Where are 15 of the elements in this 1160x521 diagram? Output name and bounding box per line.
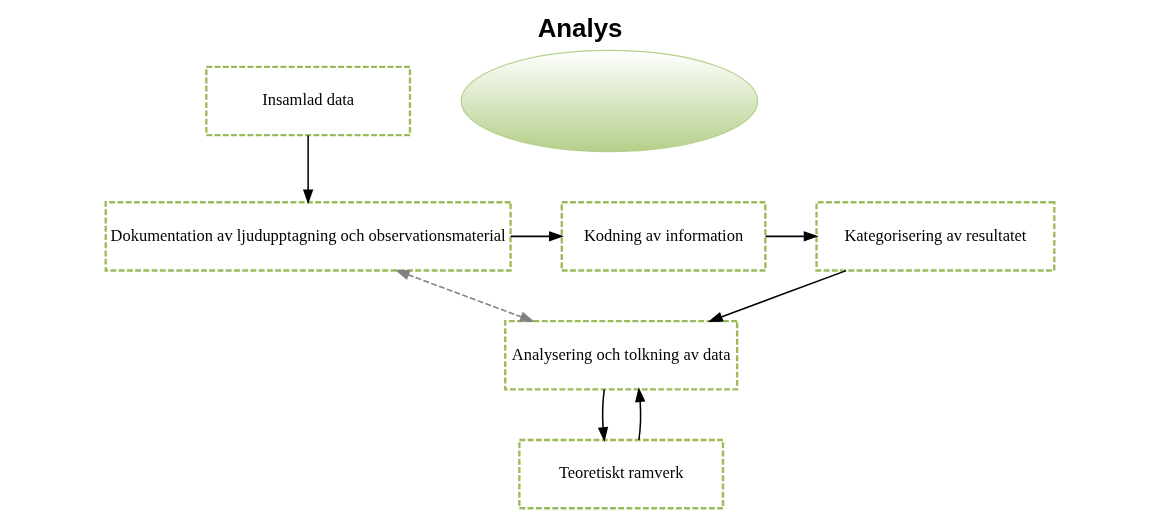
arrow [764, 231, 819, 242]
node-box: Dokumentation av ljudupptagning och observationsmaterial [104, 201, 512, 272]
diagram-title: Analys [537, 14, 623, 43]
arrow [394, 269, 535, 322]
node-box: Analysering och tolkning av data [504, 319, 739, 391]
arrow [635, 387, 646, 441]
arrow [707, 269, 847, 322]
arrow [302, 134, 314, 205]
arrow [510, 231, 564, 242]
node-box: Kodning av information [560, 201, 767, 272]
node-box: Kategorisering av resultatet [815, 201, 1056, 272]
node-box: Insamlad data [205, 65, 412, 137]
node-ellipse [460, 49, 759, 153]
node-box: Teoretiskt ramverk [518, 438, 725, 510]
arrow [597, 388, 609, 443]
